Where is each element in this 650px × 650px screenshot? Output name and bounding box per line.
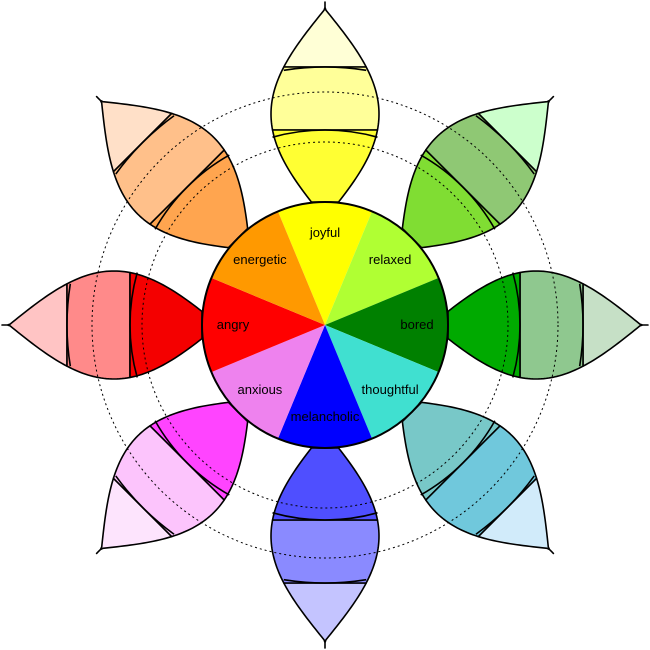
emotion-label-thoughtful: thoughtful xyxy=(362,382,419,397)
band-divider xyxy=(66,283,72,367)
band-divider xyxy=(154,420,230,496)
petal-band-melancholic-2 xyxy=(270,519,380,584)
petal-band-thoughtful-1 xyxy=(477,477,555,555)
band-divider xyxy=(512,272,521,378)
petal-joyful xyxy=(270,1,380,203)
petal-band-relaxed-3 xyxy=(401,149,501,249)
petal-band-bored-3 xyxy=(447,271,521,379)
guide-circle-2 xyxy=(141,141,509,509)
band-divider xyxy=(420,420,496,496)
emotion-label-bored: bored xyxy=(400,317,433,332)
petal-band-thoughtful-3 xyxy=(401,401,501,501)
petal-relaxed xyxy=(401,95,555,249)
petal-band-angry-1 xyxy=(1,283,68,367)
petal-band-energetic-1 xyxy=(95,95,173,173)
petal-band-angry-2 xyxy=(66,270,131,380)
emotion-label-relaxed: relaxed xyxy=(369,252,412,267)
emotion-label-energetic: energetic xyxy=(233,252,287,267)
band-divider xyxy=(475,115,535,175)
band-divider xyxy=(129,272,138,378)
guide-circle-1 xyxy=(91,91,559,559)
band-divider xyxy=(272,512,378,521)
band-divider xyxy=(578,283,584,367)
band-divider xyxy=(475,475,535,535)
core-wedge-melancholic xyxy=(277,325,373,449)
band-divider xyxy=(420,154,496,230)
emotion-label-melancholic: melancholic xyxy=(291,409,360,424)
core-wedge-anxious xyxy=(211,325,325,439)
petal-band-joyful-1 xyxy=(283,1,367,68)
band-divider xyxy=(115,475,175,535)
petal-band-anxious-2 xyxy=(112,424,226,538)
band-divider xyxy=(115,115,175,175)
band-divider xyxy=(272,129,378,138)
petal-band-relaxed-2 xyxy=(424,112,538,226)
guide-circles xyxy=(91,91,559,559)
petal-band-joyful-3 xyxy=(271,129,379,203)
core-wedge-bored xyxy=(325,277,449,373)
core-outline xyxy=(201,201,449,449)
band-divider xyxy=(154,154,230,230)
petal-band-bored-1 xyxy=(582,283,649,367)
petal-band-relaxed-1 xyxy=(477,95,555,173)
band-divider xyxy=(283,578,367,584)
core-wedge-energetic xyxy=(211,211,325,325)
petal-band-energetic-3 xyxy=(149,149,249,249)
petal-band-joyful-2 xyxy=(270,66,380,131)
petal-band-bored-2 xyxy=(519,270,584,380)
petal-band-melancholic-3 xyxy=(271,447,379,521)
petal-energetic xyxy=(95,95,249,249)
core-wedge-relaxed xyxy=(325,211,439,325)
petal-band-melancholic-1 xyxy=(283,582,367,649)
core-wedge-joyful xyxy=(277,201,373,325)
petal-band-angry-3 xyxy=(129,271,203,379)
petal-angry xyxy=(1,270,203,380)
emotion-label-anxious: anxious xyxy=(237,382,282,397)
band-divider xyxy=(283,66,367,72)
petal-thoughtful xyxy=(401,401,555,555)
core-wedge-angry xyxy=(201,277,325,373)
petal-band-thoughtful-2 xyxy=(424,424,538,538)
inner-core xyxy=(201,201,449,449)
petal-anxious xyxy=(95,401,249,555)
petal-band-energetic-2 xyxy=(112,112,226,226)
emotion-label-angry: angry xyxy=(217,317,250,332)
petal-band-anxious-1 xyxy=(95,477,173,555)
core-wedge-thoughtful xyxy=(325,325,439,439)
petal-band-anxious-3 xyxy=(149,401,249,501)
emotion-label-joyful: joyful xyxy=(309,225,340,240)
petal-bored xyxy=(447,270,649,380)
petal-melancholic xyxy=(270,447,380,649)
